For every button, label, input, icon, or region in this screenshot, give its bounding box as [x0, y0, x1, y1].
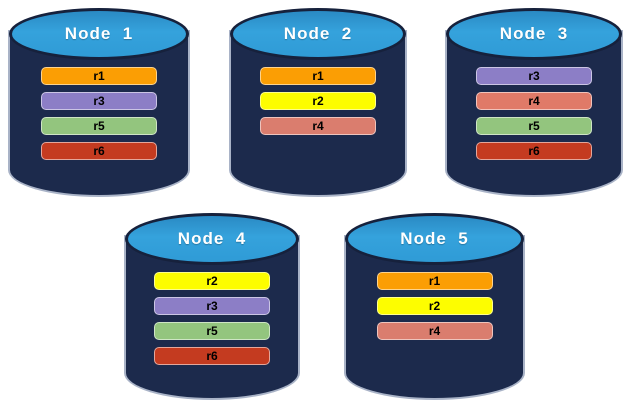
replica-bar: r4 [476, 92, 592, 110]
replica-bar: r4 [376, 322, 493, 340]
cylinder-top: Node 3 [446, 8, 622, 60]
replica-bar: r6 [41, 142, 157, 160]
cylinder-node-2: Node 2 r1 r2 r4 [229, 6, 407, 197]
replica-bar: r2 [260, 92, 376, 110]
cylinder-top: Node 5 [345, 213, 524, 265]
node-title: Node 5 [400, 229, 469, 248]
replica-bar: r1 [260, 67, 376, 85]
replica-list: r1 r2 r4 [229, 67, 407, 142]
replica-bar: r5 [476, 117, 592, 135]
replica-bar: r6 [154, 347, 270, 365]
replica-list: r2 r3 r5 r6 [124, 272, 300, 372]
replica-bar: r5 [41, 117, 157, 135]
cylinder-top: Node 1 [9, 8, 189, 60]
node-title: Node 2 [283, 24, 353, 43]
replica-bar: r2 [376, 297, 493, 315]
cylinder-top: Node 4 [125, 213, 299, 265]
replica-bar: r1 [41, 67, 157, 85]
cylinder-top: Node 2 [230, 8, 406, 60]
replica-list: r1 r2 r4 [344, 272, 525, 347]
replica-bar: r3 [41, 92, 157, 110]
replica-list: r1 r3 r5 r6 [8, 67, 190, 167]
cylinder-node-1: Node 1 r1 r3 r5 r6 [8, 6, 190, 197]
cylinder-node-3: Node 3 r3 r4 r5 r6 [445, 6, 623, 197]
replica-bar: r4 [260, 117, 376, 135]
cylinder-node-4: Node 4 r2 r3 r5 r6 [124, 211, 300, 400]
replica-list: r3 r4 r5 r6 [445, 67, 623, 167]
node-title: Node 4 [177, 229, 247, 248]
replica-bar: r1 [376, 272, 493, 290]
node-title: Node 1 [64, 24, 134, 43]
node-title: Node 3 [499, 24, 569, 43]
replica-bar: r3 [476, 67, 592, 85]
replica-bar: r5 [154, 322, 270, 340]
replica-bar: r2 [154, 272, 270, 290]
cylinder-node-5: Node 5 r1 r2 r4 [344, 211, 525, 400]
replica-bar: r3 [154, 297, 270, 315]
replica-bar: r6 [476, 142, 592, 160]
